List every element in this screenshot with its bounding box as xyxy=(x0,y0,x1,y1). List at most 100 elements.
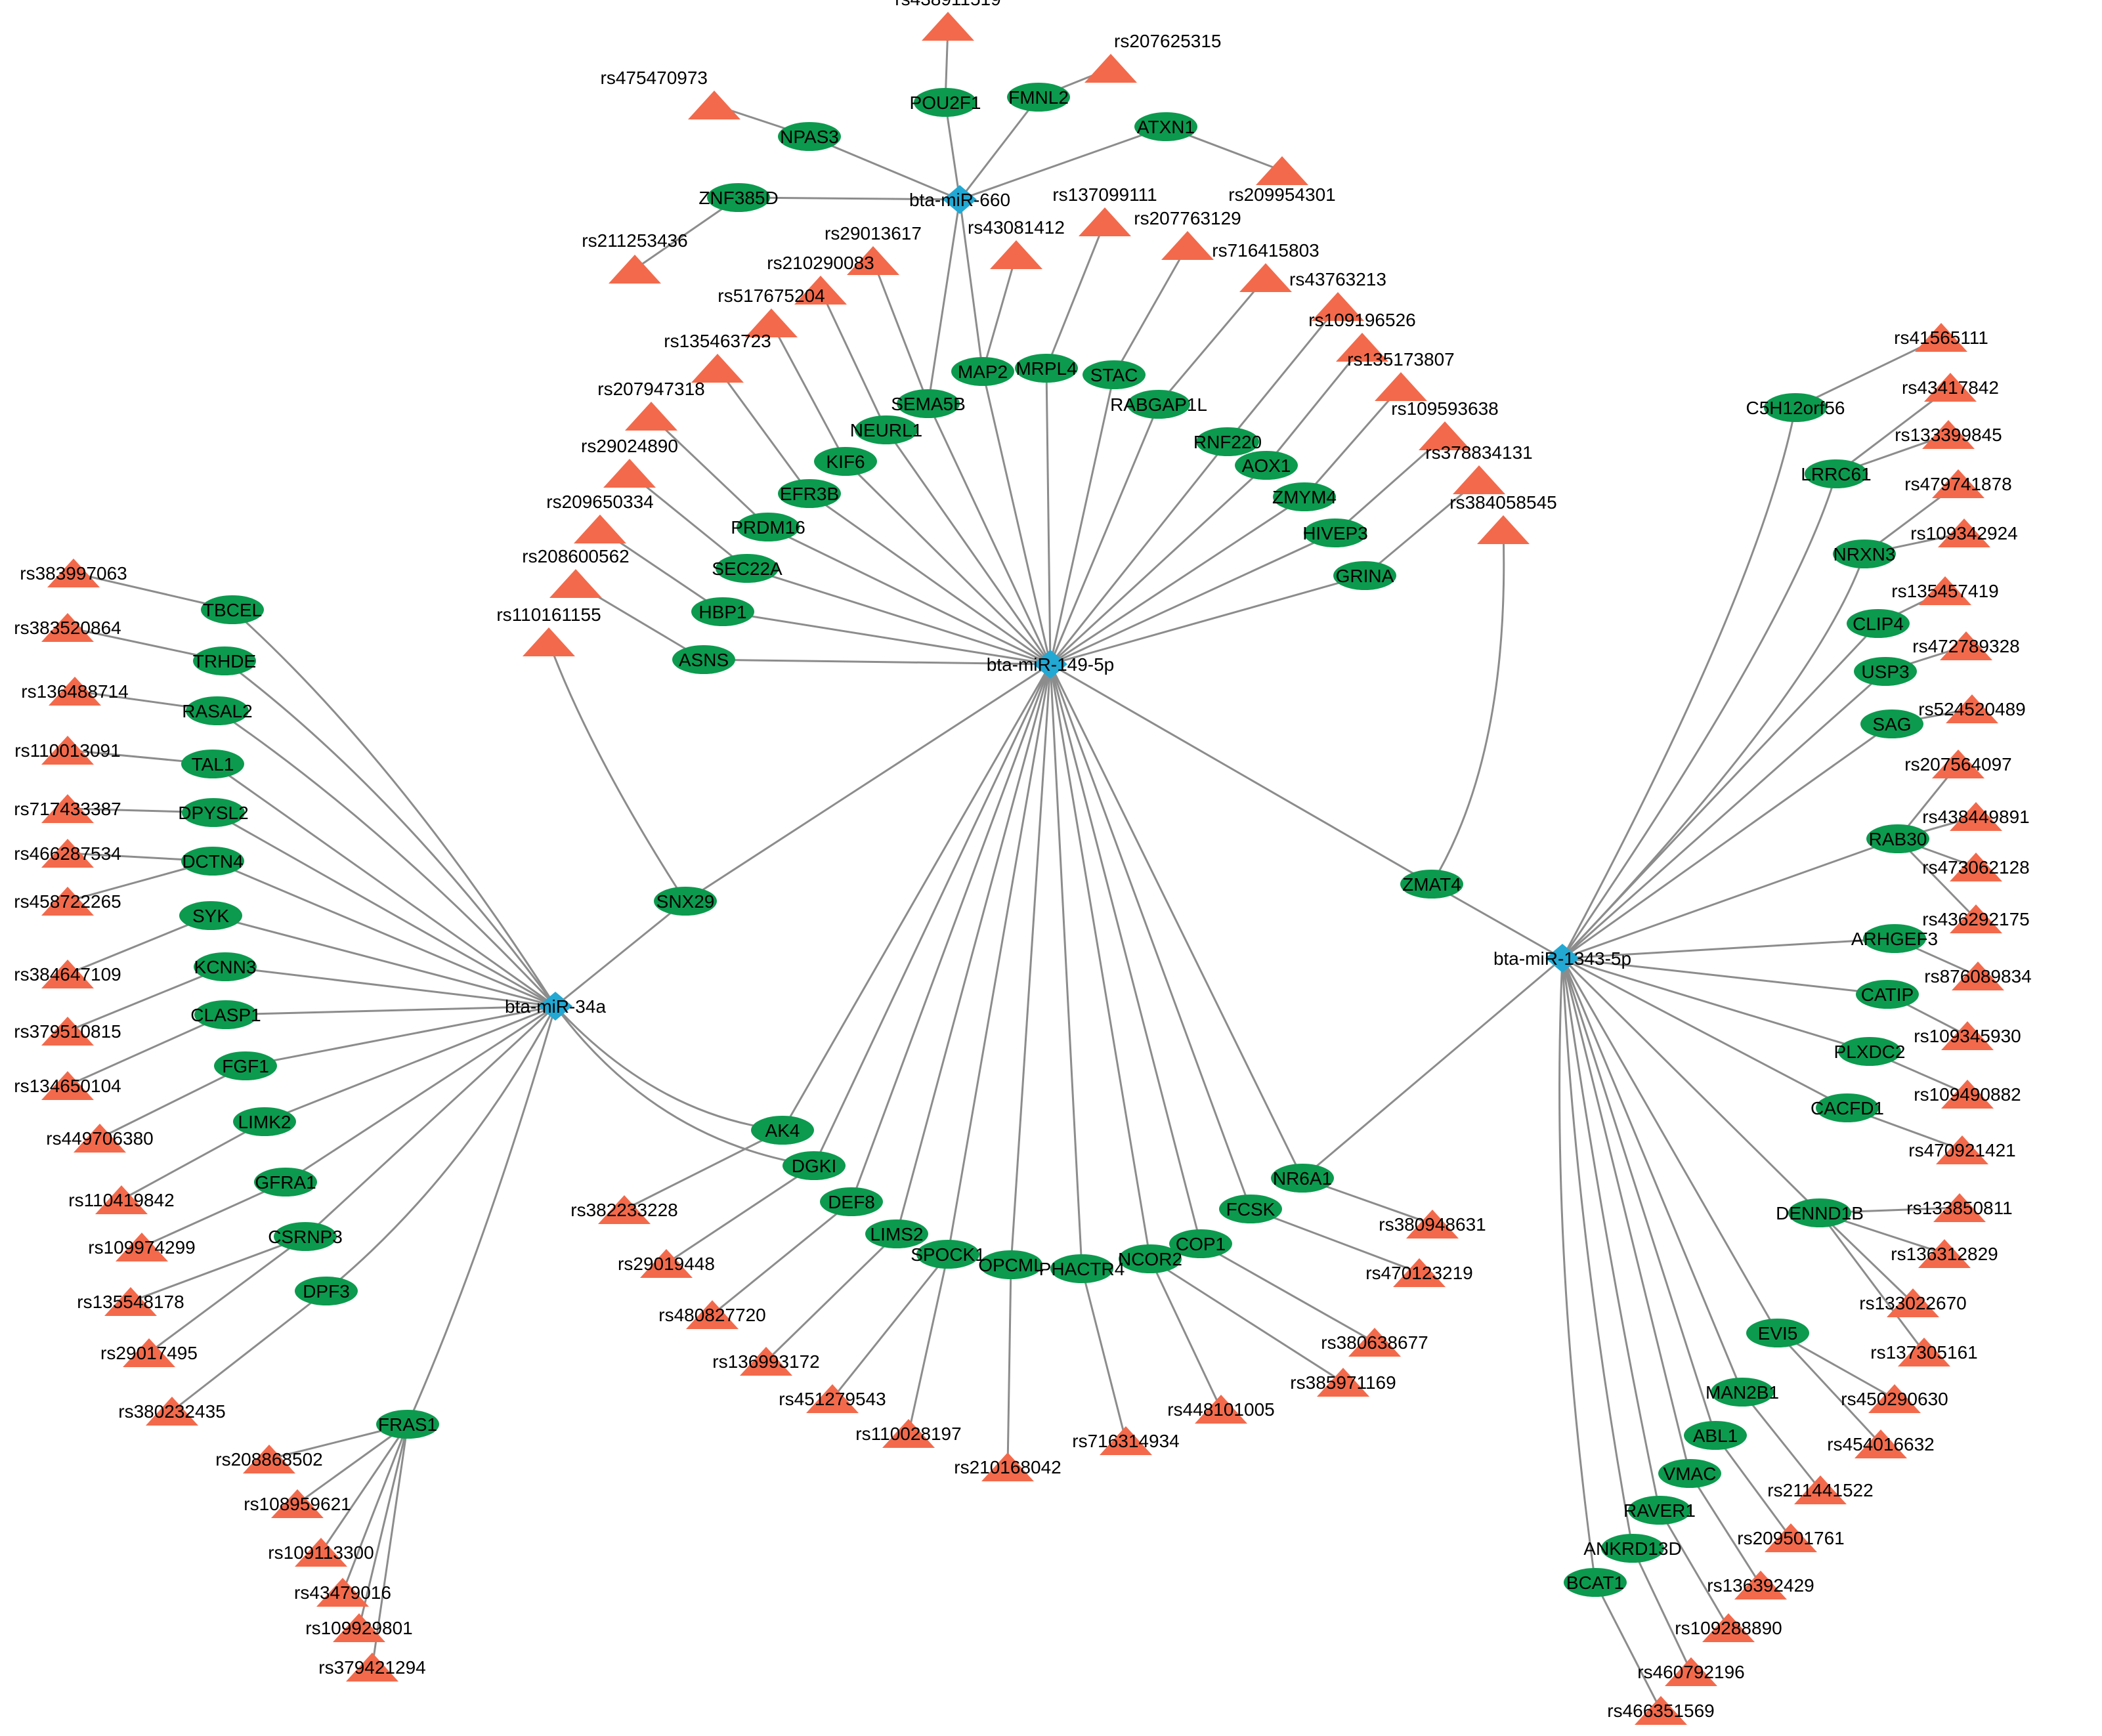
gene-CLASP1[interactable] xyxy=(194,1000,257,1029)
snp-rs109593638[interactable] xyxy=(1419,421,1471,450)
snp-rs470921421[interactable] xyxy=(1936,1135,1988,1164)
snp-rs133022670[interactable] xyxy=(1887,1288,1939,1317)
gene-MRPL4[interactable] xyxy=(1015,354,1078,383)
snp-rs41565111[interactable] xyxy=(1915,323,1967,352)
gene-USP3[interactable] xyxy=(1854,657,1917,686)
gene-OPCML[interactable] xyxy=(979,1250,1042,1279)
snp-rs109288890[interactable] xyxy=(1702,1613,1755,1642)
gene-SPOCK1[interactable] xyxy=(916,1240,979,1269)
snp-rs876089834[interactable] xyxy=(1952,962,2004,990)
gene-SAG[interactable] xyxy=(1860,709,1923,738)
snp-rs380232435[interactable] xyxy=(146,1397,198,1426)
gene-NEURL1[interactable] xyxy=(855,415,918,444)
snp-rs135548178[interactable] xyxy=(104,1287,157,1316)
gene-HIVEP3[interactable] xyxy=(1304,519,1367,547)
snp-rs137305161[interactable] xyxy=(1898,1338,1950,1366)
snp-rs475470973[interactable] xyxy=(688,91,740,119)
gene-AOX1[interactable] xyxy=(1235,451,1298,480)
snp-rs109345930[interactable] xyxy=(1941,1021,1994,1050)
snp-rs449706380[interactable] xyxy=(74,1124,126,1153)
gene-LRRC61[interactable] xyxy=(1805,459,1868,488)
snp-rs209650334[interactable] xyxy=(574,515,626,543)
snp-rs211441522[interactable] xyxy=(1794,1475,1847,1504)
snp-rs517675204[interactable] xyxy=(745,308,798,337)
snp-rs379421294[interactable] xyxy=(346,1653,398,1682)
gene-SNX29[interactable] xyxy=(654,887,717,916)
gene-DGKI[interactable] xyxy=(783,1151,846,1180)
snp-rs208600562[interactable] xyxy=(549,569,602,598)
snp-rs110161155[interactable] xyxy=(523,627,575,656)
snp-rs109196526[interactable] xyxy=(1336,333,1388,362)
gene-RNF220[interactable] xyxy=(1196,427,1259,456)
snp-rs380638677[interactable] xyxy=(1348,1328,1401,1357)
gene-ARHGEF3[interactable] xyxy=(1863,924,1926,953)
snp-rs43417842[interactable] xyxy=(1924,373,1977,402)
snp-rs460792196[interactable] xyxy=(1665,1657,1717,1686)
snp-rs137099111[interactable] xyxy=(1079,207,1131,236)
snp-rs717433387[interactable] xyxy=(41,794,94,823)
snp-rs29024890[interactable] xyxy=(603,459,656,488)
snp-rs384647109[interactable] xyxy=(41,960,94,988)
gene-TBCEL[interactable] xyxy=(201,595,264,624)
gene-ATXN1[interactable] xyxy=(1134,112,1197,141)
gene-SEC22A[interactable] xyxy=(716,554,779,583)
snp-rs207564097[interactable] xyxy=(1932,750,1984,778)
gene-RABGAP1L[interactable] xyxy=(1127,390,1190,419)
gene-KCNN3[interactable] xyxy=(194,952,257,981)
snp-rs109929801[interactable] xyxy=(333,1613,385,1642)
gene-TRHDE[interactable] xyxy=(193,646,256,675)
snp-rs133399845[interactable] xyxy=(1922,420,1975,449)
snp-rs109342924[interactable] xyxy=(1938,519,1990,547)
mirna-bta-miR-660[interactable] xyxy=(943,185,977,214)
gene-LIMK2[interactable] xyxy=(233,1107,296,1136)
mirna-bta-miR-34a[interactable] xyxy=(538,992,572,1021)
snp-rs379510815[interactable] xyxy=(41,1017,94,1046)
gene-C5H12orf56[interactable] xyxy=(1764,393,1827,422)
gene-DPF3[interactable] xyxy=(295,1277,358,1305)
gene-ASNS[interactable] xyxy=(672,645,735,674)
gene-COP1[interactable] xyxy=(1169,1229,1232,1258)
snp-rs209954301[interactable] xyxy=(1256,156,1308,185)
snp-rs108959621[interactable] xyxy=(271,1489,324,1518)
snp-rs480827720[interactable] xyxy=(686,1300,739,1329)
snp-rs136312829[interactable] xyxy=(1918,1239,1971,1268)
gene-VMAC[interactable] xyxy=(1658,1459,1721,1488)
gene-RAVER1[interactable] xyxy=(1628,1496,1691,1525)
snp-rs109490882[interactable] xyxy=(1941,1080,1994,1109)
snp-rs716415803[interactable] xyxy=(1239,263,1292,292)
snp-rs135457419[interactable] xyxy=(1919,576,1971,605)
gene-ZMAT4[interactable] xyxy=(1400,870,1463,899)
snp-rs109113300[interactable] xyxy=(295,1538,347,1567)
mirna-bta-miR-149-5p[interactable] xyxy=(1033,650,1067,679)
snp-rs136392429[interactable] xyxy=(1734,1571,1787,1599)
gene-RASAL2[interactable] xyxy=(186,696,249,725)
gene-FCSK[interactable] xyxy=(1219,1195,1282,1223)
gene-ZNF385D[interactable] xyxy=(707,183,770,212)
gene-NPAS3[interactable] xyxy=(778,122,841,151)
gene-FGF1[interactable] xyxy=(214,1051,277,1080)
snp-rs207947318[interactable] xyxy=(625,402,677,431)
snp-rs382233228[interactable] xyxy=(598,1195,651,1224)
snp-rs438911519[interactable] xyxy=(922,12,974,41)
gene-HBP1[interactable] xyxy=(691,597,754,626)
snp-rs207763129[interactable] xyxy=(1161,231,1214,260)
snp-rs211253436[interactable] xyxy=(609,255,661,284)
gene-PLXDC2[interactable] xyxy=(1838,1037,1901,1066)
gene-LIMS2[interactable] xyxy=(865,1219,928,1248)
snp-rs210290083[interactable] xyxy=(794,276,847,305)
gene-ABL1[interactable] xyxy=(1684,1421,1747,1450)
snp-rs109974299[interactable] xyxy=(116,1233,168,1261)
snp-rs29019448[interactable] xyxy=(640,1249,693,1278)
gene-CLIP4[interactable] xyxy=(1847,609,1910,638)
snp-rs385971169[interactable] xyxy=(1317,1368,1369,1397)
snp-rs135463723[interactable] xyxy=(691,354,744,383)
snp-rs451279543[interactable] xyxy=(806,1384,859,1413)
snp-rs454016632[interactable] xyxy=(1855,1429,1907,1458)
snp-rs466351569[interactable] xyxy=(1635,1696,1687,1725)
snp-rs208868502[interactable] xyxy=(243,1445,295,1473)
gene-DEF8[interactable] xyxy=(820,1187,883,1216)
gene-SYK[interactable] xyxy=(179,901,242,930)
gene-RAB30[interactable] xyxy=(1866,824,1929,853)
gene-PRDM16[interactable] xyxy=(737,513,800,541)
snp-rs524520489[interactable] xyxy=(1946,694,1998,723)
